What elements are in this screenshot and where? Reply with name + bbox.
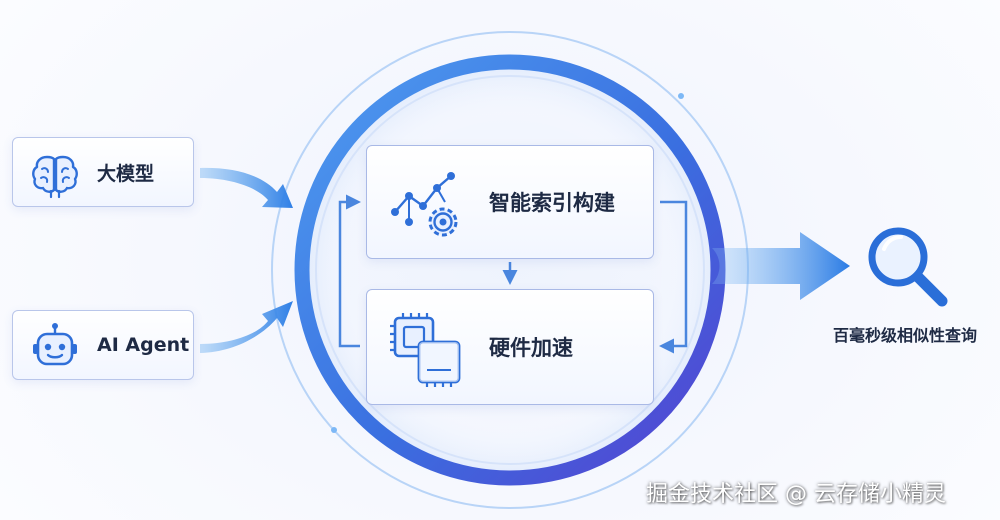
main-ring (294, 54, 726, 486)
loop-left-connector (338, 194, 361, 348)
output-label: 百毫秒级相似性查询 (832, 326, 977, 345)
watermark: 掘金技术社区 @ 云存储小精灵 (646, 482, 946, 507)
input-llm-box: 大模型 (12, 137, 194, 207)
sparkle-dot (678, 93, 684, 99)
stage-index-build-label: 智能索引构建 (489, 191, 615, 215)
stage-index-build-box: 智能索引构建 (366, 145, 654, 259)
arrow-llm-to-ring (200, 167, 293, 208)
loop-right-connector (659, 200, 688, 354)
inner-faint-ring (315, 75, 705, 465)
input-agent-label: AI Agent (97, 334, 190, 356)
arrow-agent-to-ring (200, 301, 293, 353)
magnifier-icon (868, 227, 948, 307)
sparkle-dot (331, 427, 337, 433)
graph-gear-icon (391, 172, 458, 237)
stage-hardware-accel-label: 硬件加速 (489, 336, 573, 360)
robot-icon (33, 323, 77, 366)
input-agent-box: AI Agent (12, 310, 194, 380)
stage-hardware-accel-box: 硬件加速 (366, 289, 654, 405)
arrow-to-output (712, 232, 850, 300)
chip-icon (390, 313, 461, 387)
input-llm-label: 大模型 (97, 162, 155, 185)
brain-icon (32, 155, 78, 199)
